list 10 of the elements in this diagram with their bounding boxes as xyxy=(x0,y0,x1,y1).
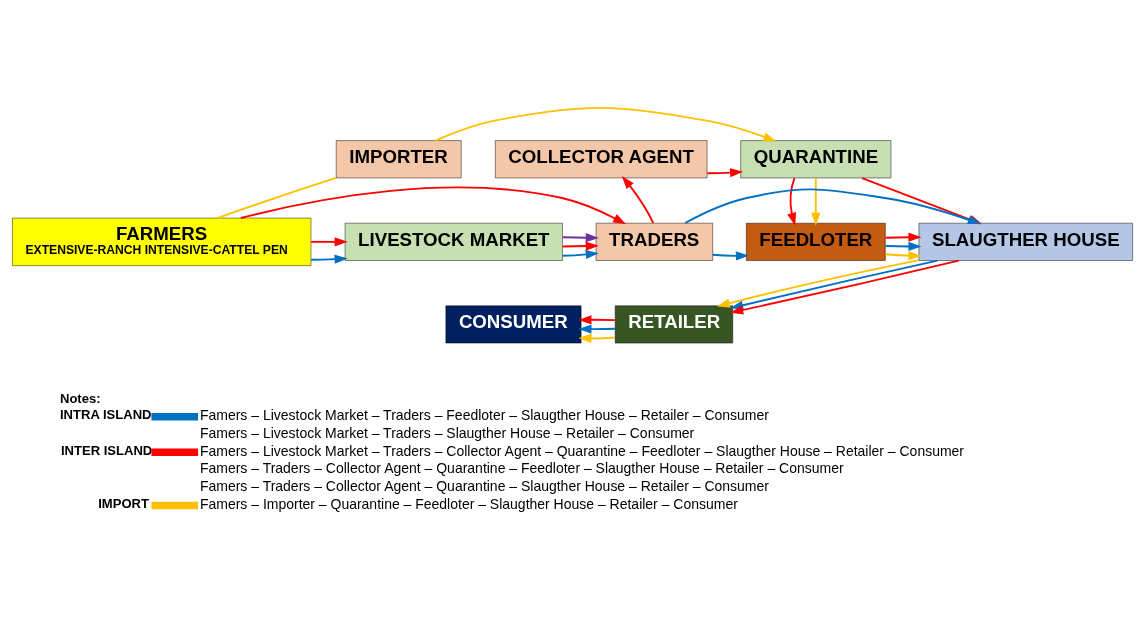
legend-label: INTER ISLAND xyxy=(60,442,153,458)
label: Notes: xyxy=(59,390,101,406)
legend-label: IMPORT xyxy=(98,495,149,511)
legend-label: INTRA ISLAND xyxy=(59,407,152,423)
label: Famers – Traders – Collector Agent – Quarantine – Slaugther House – Retailer – Consumer xyxy=(199,478,769,495)
label: Famers – Importer – Quarantine – Feedloter – Slaugther House – Retailer – Consumer xyxy=(199,495,738,512)
label: Famers – Livestock Market – Traders – Feedloter – Slaugther House – Retailer – Consumer xyxy=(199,407,769,424)
label: Famers – Traders – Collector Agent – Quarantine – Feedloter – Slaugther House – Retailer – Consumer xyxy=(199,460,844,477)
label: Famers – Livestock Market – Traders – Collector Agent – Quarantine – Feedloter – Slaugther House – Retailer – Consumer xyxy=(199,442,965,459)
label: Famers – Livestock Market – Traders – Slaugther House – Retailer – Consumer xyxy=(199,424,695,441)
